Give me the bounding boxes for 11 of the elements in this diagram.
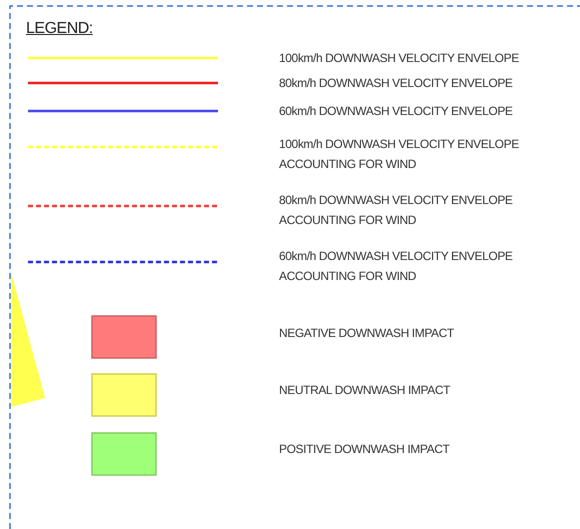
legend-label: NEGATIVE DOWNWASH IMPACT [279,325,455,342]
legend-label: 80km/h DOWNWASH VELOCITY ENVELOPE [279,75,514,92]
legend-label: 100km/h DOWNWASH VELOCITY ENVELOPE ACCOUNTING FOR WIND [279,136,520,173]
legend-label: 60km/h DOWNWASH VELOCITY ENVELOPE [279,103,514,120]
legend-label: 100km/h DOWNWASH VELOCITY ENVELOPE [279,50,520,67]
legend-label: POSITIVE DOWNWASH IMPACT [279,441,450,458]
envelope-shape-fragment [11,272,45,407]
legend-label: NEUTRAL DOWNWASH IMPACT [279,382,452,399]
legend-title: LEGEND: [26,20,93,38]
legend-label: 60km/h DOWNWASH VELOCITY ENVELOPE ACCOUNTING FOR WIND [279,248,514,285]
legend-label: 80km/h DOWNWASH VELOCITY ENVELOPE ACCOUNTING FOR WIND [279,192,514,229]
